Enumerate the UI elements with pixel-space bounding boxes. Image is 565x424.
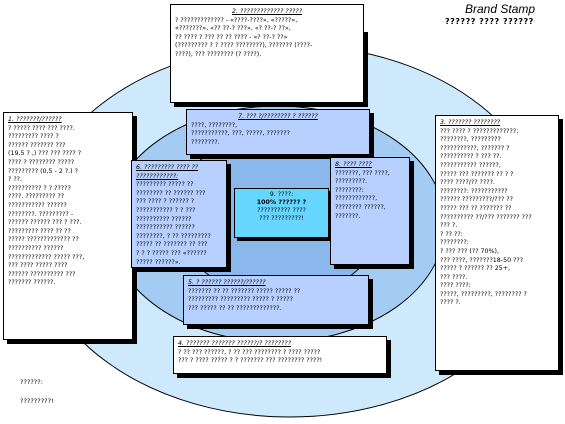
box-6: 6. ????????? ???? ?? ????????????: ?????… (131, 160, 227, 268)
box-1-line: ????????? ???? ? (8, 133, 59, 141)
box-2-line: «???????», «?? ??-? ???», «? ??-? ??», (175, 25, 291, 33)
box-6-line: ????? ??????». (136, 258, 181, 266)
box-6-line: ????????? ????? ?? (136, 181, 194, 189)
box-6-title: 6. ????????? ???? ?? (136, 164, 199, 171)
box-9-line: 100% ?????? ? (256, 199, 307, 206)
box-6-line: ?????????? ?????? (136, 215, 192, 223)
box-3-line: ???? ????: (440, 282, 471, 290)
box-1-line: ??????? ??????. (8, 279, 56, 287)
box-8-title: 8. ???? ???? (335, 161, 372, 168)
box-3-line: ? ??? ??? (?? 70%), (440, 247, 499, 255)
box-8-line: ????????????, (335, 195, 378, 203)
box-9-line: ??? ?????????! (259, 215, 304, 222)
box-5-line: ????????? ????????? ????? ? ????? (188, 296, 293, 304)
box-3-line: ?????, ?????????, ???????? ? (440, 290, 527, 298)
box-3-line: ? ?? ??: (440, 230, 463, 238)
box-1-line: ????? ????????????? ?? (8, 236, 79, 244)
box-1-title: 1. ???????/?????? (8, 116, 62, 123)
box-4-line: ??? ? ???? ????? ? ? ??????? ??? ???????… (178, 357, 323, 365)
box-6-title-2: ????????????: (136, 172, 179, 180)
box-3-line: ?????????? ? ??? ??. (440, 153, 502, 161)
box-2-line: ? ????????????? - «????-????», «?????», (175, 16, 298, 24)
box-6-line: ??????????? ? ? ??? (136, 206, 196, 214)
box-3-line: ???? ????/?? ????. (440, 179, 495, 187)
box-7-line: ????, ????????, (191, 121, 238, 129)
box-1: 1. ???????/?????? ? ????? ???? ??? ????.… (3, 112, 133, 340)
box-8-line: ?????????. (335, 178, 368, 186)
box-3-line: ???? ?. (440, 299, 461, 307)
box-3-line: ????? ??? ?? ??????? ?? (440, 204, 512, 212)
box-3-line: ??? ?. (440, 222, 458, 230)
box-1-line: ??????????? ?????? (8, 201, 67, 209)
box-1-line: ?????????? ?????? (8, 244, 64, 252)
box-1-line: ????????????? ????? ???, (8, 253, 85, 261)
box-7-line: ????????. (191, 138, 220, 146)
box-8: 8. ???? ???? ???????, ??? ????, ????????… (330, 157, 410, 265)
box-3-line: ????? ? ?????? ?? 25+, (440, 265, 511, 273)
box-3-line: ?????? ?????????/??? ?? (440, 196, 513, 204)
box-9-core: 9. ????: 100% ?????? ? ?????????? ???? ?… (234, 188, 329, 238)
box-2-title: 2. ????????????? ????? (231, 8, 303, 15)
box-1-line: ? ??. (8, 176, 23, 184)
box-8-line: ???????? ??????, (335, 203, 386, 211)
box-3-line: ?????????? ??/??? ??????? ??? (440, 213, 532, 221)
box-3-line: ??? ????. (440, 273, 468, 281)
box-2: 2. ????????????? ????? ? ????????????? -… (170, 4, 364, 103)
box-3-line: ????????: (440, 239, 469, 247)
box-8-line: ???????. (335, 212, 361, 220)
box-2-line: ?? ???? ? ??? ?? ?? ???? - «? ??-? ??» (175, 33, 288, 41)
box-1-line: ?????? ??????? ??? (8, 141, 66, 149)
box-6-line: ????? ?? ??????? ?? ??? (136, 241, 208, 249)
box-3-line: ????????, ????????? (440, 136, 501, 144)
box-2-line: ????), ??? ???????? (? ????). (175, 50, 262, 58)
box-7-title: 7. ??? ?/???????? ? ?????? (238, 113, 318, 120)
footer-line-2: ?????????! (20, 397, 54, 405)
box-3-line: ???????????, ??????? ? (440, 144, 510, 152)
box-6-line: ??? ???? ? ?????? ? (136, 198, 195, 206)
box-5-line: ??? ????? ?? ?? ?????????????. (188, 304, 282, 312)
box-1-line: ?????????? ? ? ????? (8, 184, 71, 192)
box-6-line: ???????? ?? ?????? ??? (136, 189, 206, 197)
page-subtitle: ?????? ???? ?????? (445, 17, 534, 26)
box-3-line: ??????????? ??????, (440, 161, 501, 169)
box-9-title: 9. ????: (269, 191, 294, 198)
box-3-title: 3. ??????? ???????? (440, 119, 501, 126)
box-1-line: ?????? ?????????? ??? (8, 270, 76, 278)
box-5: 5. ? ?????? ??????/?????? ??????? ?? ?? … (183, 275, 369, 325)
brand-stamp: Brand Stamp (465, 2, 536, 16)
box-5-title: 5. ? ?????? ??????/?????? (188, 279, 266, 286)
box-1-line: ????????? (0,5 - 2 ?.) ? (8, 167, 78, 175)
box-1-line: ?????? ?????? ??? ? ???. (8, 219, 82, 227)
box-3-line: ??? ????, ???????18-50 ??? (440, 256, 524, 264)
box-9-line: ?????????? ???? (257, 207, 306, 214)
box-6-line: ??????????? ?????? (136, 224, 195, 232)
box-4: 4. ??????? ??????? ??????/? ???????? ? ?… (173, 336, 387, 374)
footer-line-1: ??????: (20, 378, 43, 386)
box-3-line: ??? ???? ? ?????????????; (440, 127, 519, 135)
box-6-line: ? ? ? ????? ??? «?????? (136, 249, 207, 257)
box-3-line: ????????: ??????????? (440, 187, 508, 195)
box-1-line: ???? ? ???????? ????? (8, 158, 75, 166)
box-1-line: ????????. ????????? - (8, 210, 74, 218)
box-1-line: ????. ????????? ?? (8, 193, 65, 201)
box-1-line: (19,5 ? ,) ??? ??? ???? ? (8, 150, 82, 158)
box-8-line: ????????: (335, 186, 364, 194)
box-5-line: ??????? ?? ?? ??????? ????? ????? ?? (188, 287, 301, 295)
box-4-line: ? ?? ??? ??????, ? ?? ??? ???????? ? ???… (178, 348, 321, 356)
box-2-line: (????????? ? ? ???? ????????), ??????? (… (175, 42, 313, 50)
box-7-line: ???????????, ???, ?????, ??????? (191, 130, 290, 138)
box-8-line: ???????, ??? ????, (335, 169, 390, 177)
box-7: 7. ??? ?/???????? ? ?????? ????, ???????… (186, 109, 370, 155)
box-1-line: ? ????? ???? ??? ????. (8, 124, 75, 132)
box-4-title: 4. ??????? ??????? ??????/? ???????? (178, 340, 292, 347)
box-1-line: ????????? ???? ?? ?? (8, 227, 71, 235)
box-6-line: ????????, ? ?? ????????? (136, 232, 211, 240)
box-1-line: ??? ???? ????? ???? (8, 262, 68, 270)
box-3: 3. ??????? ???????? ??? ???? ? ?????????… (435, 115, 559, 371)
box-3-line: ????? ??? ??????? ?? ? ? (440, 170, 514, 178)
